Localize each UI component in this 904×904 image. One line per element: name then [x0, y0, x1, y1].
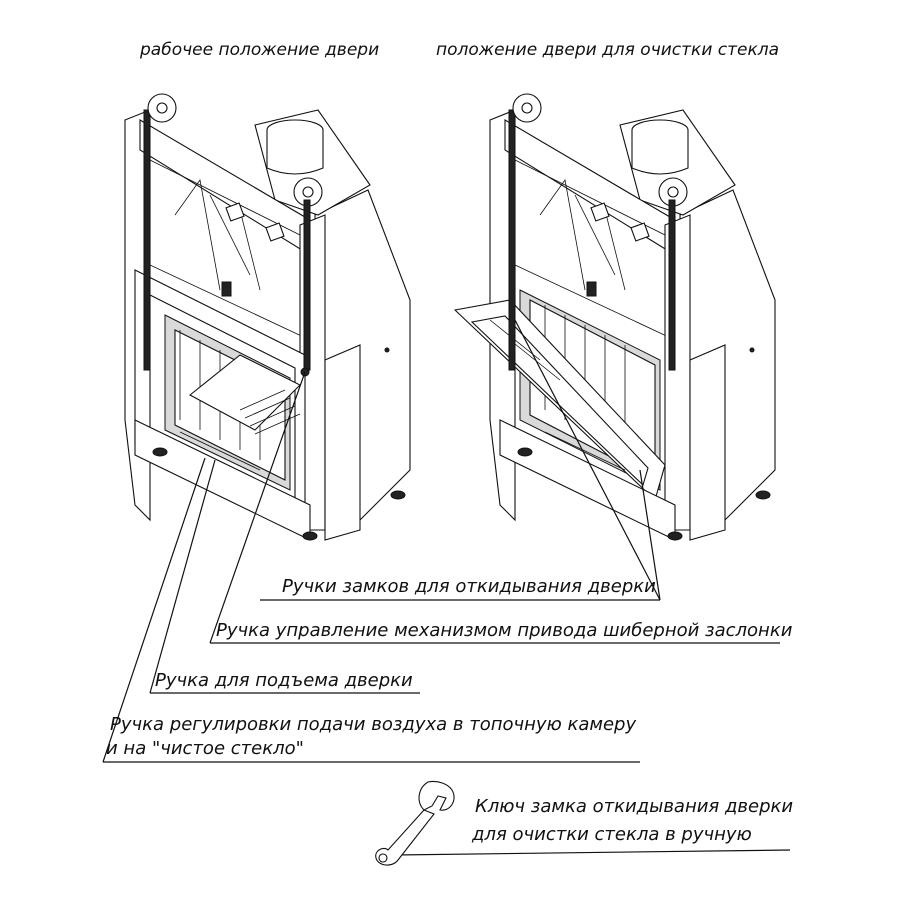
callout-lift-handle: Ручка для подъема дверки [155, 670, 413, 691]
heading-working-position: рабочее положение двери [139, 40, 379, 60]
callout-air-regulation-line2: и на "чистое стекло" [106, 738, 304, 759]
wrench-key-icon [375, 780, 455, 866]
fireplace-cleaning-position [453, 93, 776, 541]
callout-key-line1: Ключ замка откидывания дверки [475, 796, 793, 817]
leader-lines [102, 319, 791, 856]
callout-key-line2: для очистки стекла в ручную [471, 824, 752, 845]
heading-cleaning-position: положение двери для очистки стекла [436, 40, 779, 60]
callout-air-regulation-line1: Ручка регулировки подачи воздуха в топоч… [110, 714, 636, 735]
callout-damper-handle: Ручка управление механизмом привода шибе… [216, 620, 793, 641]
fireplace-working-position [124, 93, 411, 541]
callout-lock-handles: Ручки замков для откидывания дверки [282, 576, 656, 597]
